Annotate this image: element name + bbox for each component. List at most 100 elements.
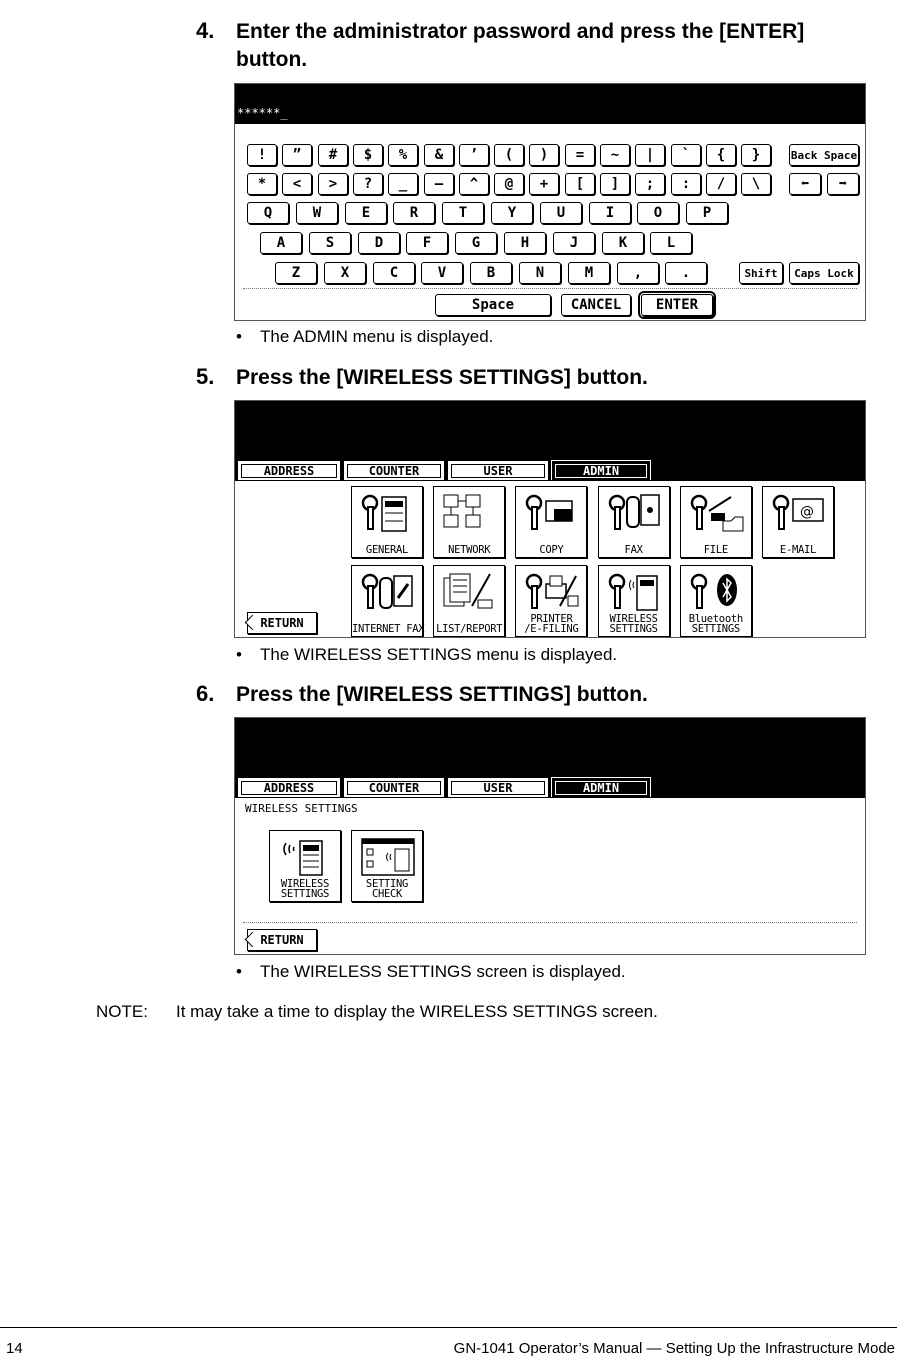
- key-row2[interactable]: _: [388, 173, 418, 195]
- key-row3[interactable]: E: [345, 202, 387, 224]
- key-row5[interactable]: .: [665, 262, 707, 284]
- space-key[interactable]: Space: [435, 294, 551, 316]
- key-row5[interactable]: Z: [275, 262, 317, 284]
- key-row1[interactable]: ): [529, 144, 559, 166]
- key-row5[interactable]: ,: [617, 262, 659, 284]
- key-row5[interactable]: M: [568, 262, 610, 284]
- key-row1[interactable]: %: [388, 144, 418, 166]
- key-row4[interactable]: J: [553, 232, 595, 254]
- key-row2[interactable]: ?: [353, 173, 383, 195]
- key-row1[interactable]: {: [706, 144, 736, 166]
- key-row1[interactable]: |: [635, 144, 665, 166]
- key-row3[interactable]: Y: [491, 202, 533, 224]
- key-row2[interactable]: >: [318, 173, 348, 195]
- wireless-button[interactable]: WIRELESS SETTINGS: [597, 565, 670, 637]
- key-row1[interactable]: `: [671, 144, 701, 166]
- left-arrow-key[interactable]: ⬅: [789, 173, 821, 195]
- key-row1[interactable]: (: [494, 144, 524, 166]
- key-row4[interactable]: D: [358, 232, 400, 254]
- key-row1[interactable]: =: [565, 144, 595, 166]
- key-row5[interactable]: C: [373, 262, 415, 284]
- key-row5[interactable]: V: [421, 262, 463, 284]
- enter-button[interactable]: ENTER: [638, 291, 716, 319]
- email-button[interactable]: @E-MAIL: [762, 486, 834, 558]
- wireless-settings-button[interactable]: WIRELESS SETTINGS: [269, 830, 341, 902]
- key-row3[interactable]: P: [686, 202, 728, 224]
- key-row2[interactable]: [: [565, 173, 595, 195]
- key-row2[interactable]: ^: [459, 173, 489, 195]
- printer-efiling-button[interactable]: PRINTER /E-FILING: [515, 565, 588, 637]
- fax-button[interactable]: FAX: [597, 486, 670, 558]
- key-row3[interactable]: U: [540, 202, 582, 224]
- key-row2[interactable]: —: [424, 173, 454, 195]
- key-row2[interactable]: +: [529, 173, 559, 195]
- key-row2[interactable]: *: [247, 173, 277, 195]
- network-button[interactable]: NETWORK: [433, 486, 506, 558]
- key-row1[interactable]: ’: [459, 144, 489, 166]
- key-row4[interactable]: S: [309, 232, 351, 254]
- return-button[interactable]: RETURN: [247, 929, 317, 951]
- key-row2[interactable]: \: [741, 173, 771, 195]
- return-button[interactable]: RETURN: [247, 612, 317, 634]
- footer-title: GN-1041 Operator’s Manual — Setting Up t…: [453, 1340, 895, 1357]
- key-row4[interactable]: H: [504, 232, 546, 254]
- key-row1[interactable]: $: [353, 144, 383, 166]
- key-row4[interactable]: K: [602, 232, 644, 254]
- key-row4[interactable]: G: [455, 232, 497, 254]
- internet-fax-button[interactable]: INTERNET FAX: [351, 565, 425, 637]
- key-row2[interactable]: ;: [635, 173, 665, 195]
- button-label: E-MAIL: [779, 544, 817, 556]
- step-text: Press the [WIRELESS SETTINGS] button.: [236, 366, 648, 389]
- key-row2[interactable]: <: [282, 173, 312, 195]
- cancel-button[interactable]: CANCEL: [561, 294, 631, 316]
- tab-counter[interactable]: COUNTER: [343, 460, 445, 480]
- key-row3[interactable]: I: [589, 202, 631, 224]
- tab-admin[interactable]: ADMIN: [551, 777, 651, 797]
- key-row4[interactable]: F: [406, 232, 448, 254]
- key-row2[interactable]: ]: [600, 173, 630, 195]
- caps-lock-key[interactable]: Caps Lock: [789, 262, 859, 284]
- key-row1[interactable]: !: [247, 144, 277, 166]
- key-row3[interactable]: T: [442, 202, 484, 224]
- key-row5[interactable]: X: [324, 262, 366, 284]
- note-label: NOTE:: [96, 1002, 148, 1021]
- key-row3[interactable]: O: [637, 202, 679, 224]
- tab-counter[interactable]: COUNTER: [343, 777, 445, 797]
- button-label: WIRELESS SETTINGS: [280, 878, 330, 900]
- password-field[interactable]: ******_: [237, 106, 288, 120]
- key-row5[interactable]: N: [519, 262, 561, 284]
- key-row4[interactable]: A: [260, 232, 302, 254]
- key-row2[interactable]: /: [706, 173, 736, 195]
- key-row2[interactable]: :: [671, 173, 701, 195]
- setting-check-button[interactable]: SETTING CHECK: [351, 830, 423, 902]
- key-row4[interactable]: L: [650, 232, 692, 254]
- bluetooth-button[interactable]: Bluetooth SETTINGS: [679, 565, 752, 637]
- tab-address[interactable]: ADDRESS: [237, 460, 341, 480]
- tab-user[interactable]: USER: [447, 460, 549, 480]
- tab-admin[interactable]: ADMIN: [551, 460, 651, 480]
- key-row3[interactable]: Q: [247, 202, 289, 224]
- backspace-key[interactable]: Back Space: [789, 144, 859, 166]
- key-row1[interactable]: }: [741, 144, 771, 166]
- list-report-button[interactable]: LIST/REPORT: [433, 565, 506, 637]
- tab-user[interactable]: USER: [447, 777, 549, 797]
- key-row3[interactable]: W: [296, 202, 338, 224]
- key-row1[interactable]: ”: [282, 144, 312, 166]
- list-report-icon: [443, 573, 493, 609]
- key-row1[interactable]: ~: [600, 144, 630, 166]
- general-button[interactable]: GENERAL: [351, 486, 423, 558]
- key-row2[interactable]: @: [494, 173, 524, 195]
- tab-label: COUNTER: [347, 780, 441, 795]
- shift-key[interactable]: Shift: [739, 262, 783, 284]
- bullet-text: The WIRELESS SETTINGS menu is displayed.: [260, 645, 618, 664]
- copy-button[interactable]: COPY: [515, 486, 588, 558]
- bullet-text: The ADMIN menu is displayed.: [260, 327, 494, 346]
- key-row1[interactable]: &: [424, 144, 454, 166]
- key-row1[interactable]: #: [318, 144, 348, 166]
- file-button[interactable]: FILE: [679, 486, 752, 558]
- key-row5[interactable]: B: [470, 262, 512, 284]
- tab-address[interactable]: ADDRESS: [237, 777, 341, 797]
- key-row3[interactable]: R: [393, 202, 435, 224]
- right-arrow-key[interactable]: ➡: [827, 173, 859, 195]
